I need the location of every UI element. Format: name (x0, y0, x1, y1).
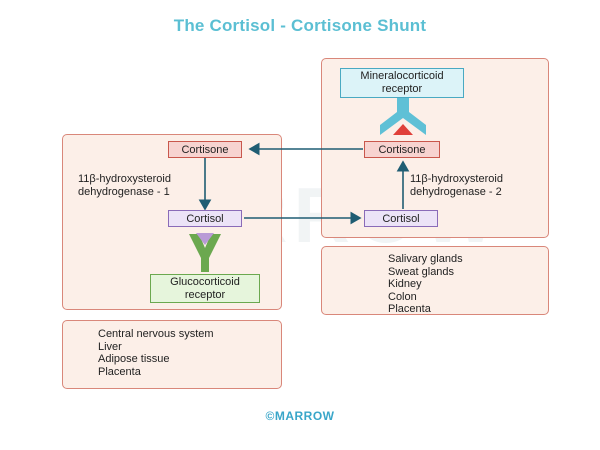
list-item: Central nervous system (98, 328, 214, 340)
page-title: The Cortisol - Cortisone Shunt (173, 16, 427, 35)
enzyme-type2-line2: dehydrogenase - 2 (410, 186, 502, 198)
enzyme-type1-line1: 11β-hydroxysteroid (78, 173, 171, 185)
mineralocorticoid-receptor-line2: receptor (381, 83, 423, 95)
list-item: Placenta (98, 365, 141, 378)
list-item: Sweat glands (388, 265, 455, 278)
enzyme-type2-line1: 11β-hydroxysteroid (410, 173, 503, 185)
mineralocorticoid-receptor-shape (380, 96, 426, 135)
enzyme-label-type1: 11β-hydroxysteroid dehydrogenase - 1 (78, 173, 171, 199)
enzyme-label-type2: 11β-hydroxysteroid dehydrogenase - 2 (410, 173, 503, 199)
cortisol-box-left: Cortisol (168, 210, 242, 227)
tissues-type1-list: Central nervous system Liver Adipose tis… (98, 328, 214, 378)
enzyme-type1-line2: dehydrogenase - 1 (78, 186, 170, 198)
mineralocorticoid-receptor-line1: Mineralocorticoid (360, 70, 444, 82)
cortisol-box-right: Cortisol (364, 210, 438, 227)
glucocorticoid-receptor-box: Glucocorticoid receptor (150, 274, 260, 303)
list-item: Salivary glands (388, 253, 463, 265)
footer-brand: ©MARROW (265, 409, 335, 423)
tissues-type1-panel (62, 320, 282, 389)
cortisone-box-right: Cortisone (364, 141, 440, 158)
list-item: Adipose tissue (98, 353, 170, 365)
glucocorticoid-receptor-line2: receptor (184, 288, 226, 301)
glucocorticoid-receptor-shape (189, 233, 221, 272)
tissues-type2-list: Salivary glands Sweat glands Kidney Colo… (388, 253, 463, 316)
glucocorticoid-receptor-line1: Glucocorticoid (170, 275, 240, 288)
mineralocorticoid-receptor-box: Mineralocorticoid receptor (340, 68, 464, 98)
list-item: Kidney (388, 278, 422, 290)
tissues-type2-panel (321, 246, 549, 315)
list-item: Colon (388, 290, 417, 303)
list-item: Placenta (388, 303, 431, 315)
list-item: Liver (98, 340, 122, 353)
cortisone-box-left: Cortisone (168, 141, 242, 158)
